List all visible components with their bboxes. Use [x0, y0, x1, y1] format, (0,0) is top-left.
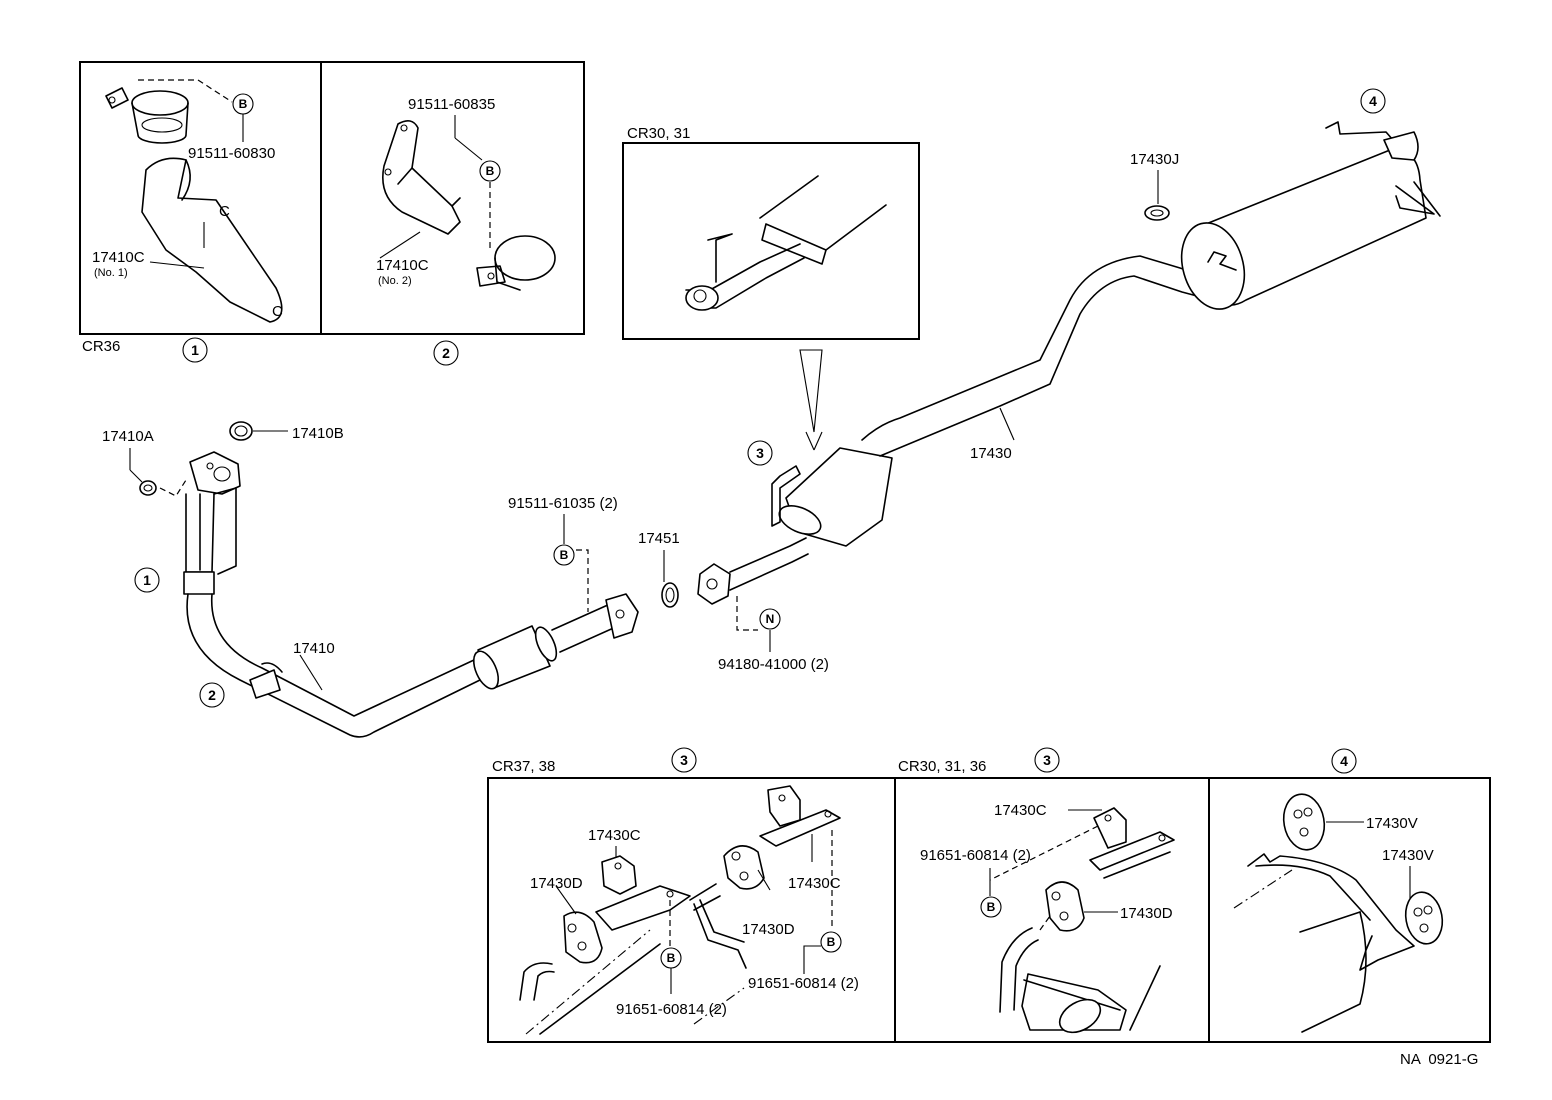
bolt-symbol-2: B — [479, 160, 501, 182]
part-label-91651-b: 91651-60814 (2) — [748, 975, 859, 992]
callout-3-bottom-a: 3 — [671, 747, 697, 773]
svg-text:2: 2 — [208, 687, 216, 703]
callout-3-main: 3 — [747, 440, 773, 466]
svg-text:4: 4 — [1340, 753, 1348, 769]
part-label-17451: 17451 — [638, 530, 680, 547]
part-label-17430C-a: 17430C — [588, 827, 641, 844]
part-label-17430V-b: 17430V — [1382, 847, 1434, 864]
bolt-symbol-4: B — [660, 947, 682, 969]
heat-insulator-no2-drawing — [382, 120, 461, 235]
part-label-17410C-no2: 17410C — [376, 257, 429, 274]
nut-symbol: N — [759, 608, 781, 630]
ring-17430J-drawing — [1144, 205, 1170, 221]
svg-text:B: B — [667, 951, 676, 965]
part-label-17430D-a: 17430D — [530, 875, 583, 892]
exhaust-clamp-drawing — [105, 79, 233, 144]
svg-text:1: 1 — [191, 342, 199, 358]
part-note-no2: (No. 2) — [378, 275, 412, 287]
part-label-17410B: 17410B — [292, 425, 344, 442]
part-label-91511-60835: 91511-60835 — [408, 96, 495, 113]
mount-17430V-b-drawing — [1404, 891, 1444, 945]
part-note-no1: (No. 1) — [94, 267, 128, 279]
nut-letter: N — [766, 612, 775, 626]
front-exhaust-pipe-drawing — [183, 451, 639, 738]
inset-center-muffler — [622, 142, 920, 340]
part-label-17430: 17430 — [970, 445, 1012, 462]
svg-text:3: 3 — [756, 445, 764, 461]
callout-1-main: 1 — [134, 567, 160, 593]
part-label-17430V-a: 17430V — [1366, 815, 1418, 832]
callout-2-top: 2 — [433, 340, 459, 366]
panel-4: 17430V 17430V — [1233, 793, 1444, 1033]
callout-4-main: 4 — [1360, 88, 1386, 114]
part-label-17410: 17410 — [293, 640, 335, 657]
inset-label-cr37-38: CR37, 38 — [492, 758, 555, 775]
center-exhaust-pipe-drawing — [697, 255, 1213, 605]
part-label-91651-a: 91651-60814 (2) — [616, 1001, 727, 1018]
panel-cr30-31-36: 17430C 91651-60814 (2) B 17430D — [920, 802, 1175, 1034]
part-label-17430C-b: 17430C — [788, 875, 841, 892]
bolt-symbol-1: B — [232, 93, 254, 142]
callout-3-bottom-b: 3 — [1034, 747, 1060, 773]
svg-text:C: C — [272, 303, 283, 320]
part-label-17430D-c: 17430D — [1120, 905, 1173, 922]
callout-4-bottom: 4 — [1331, 748, 1357, 774]
hanger-clamp-drawing — [476, 235, 556, 291]
bottom-inset-frames — [487, 777, 1491, 1043]
part-label-91511-60830: 91511-60830 — [188, 145, 275, 162]
svg-text:3: 3 — [1043, 752, 1051, 768]
inset-frame — [79, 61, 585, 335]
gasket-17451-drawing — [661, 582, 679, 608]
inset-heat-insulators: B 91511-60830 C C 17410C (No. 1) 91511-6… — [79, 61, 585, 335]
part-label-17410C-no1: 17410C — [92, 249, 145, 266]
svg-text:B: B — [987, 900, 996, 914]
nut-17410A-drawing — [139, 480, 157, 496]
svg-text:4: 4 — [1369, 93, 1377, 109]
part-label-17430J: 17430J — [1130, 151, 1179, 168]
panel-cr37-38: 17430C 17430D 17430D 17430C B 91651-6081… — [519, 785, 859, 1035]
part-label-17430C-c: 17430C — [994, 802, 1047, 819]
mount-17430V-a-drawing — [1282, 793, 1326, 851]
inset-label-cr36: CR36 — [82, 338, 120, 355]
svg-text:1: 1 — [143, 572, 151, 588]
svg-text:B: B — [827, 935, 836, 949]
svg-text:3: 3 — [680, 752, 688, 768]
svg-text:B: B — [560, 548, 569, 562]
bolt-symbol-3: B — [553, 544, 575, 566]
part-label-17410A: 17410A — [102, 428, 154, 445]
bolt-symbol-5: B — [820, 931, 842, 953]
inset-label-cr30-31: CR30, 31 — [627, 125, 690, 142]
svg-text:2: 2 — [442, 345, 450, 361]
svg-text:B: B — [486, 164, 495, 178]
callout-2-main: 2 — [199, 682, 225, 708]
main-muffler-drawing — [1180, 121, 1441, 310]
svg-text:C: C — [219, 203, 230, 220]
bolt-letter: B — [239, 97, 248, 111]
heat-insulator-no1-drawing: C C — [141, 157, 283, 323]
inset-label-cr30-31-36: CR30, 31, 36 — [898, 758, 986, 775]
part-label-17430D-b: 17430D — [742, 921, 795, 938]
part-label-91651-c: 91651-60814 (2) — [920, 847, 1031, 864]
part-label-94180-41000: 94180-41000 (2) — [718, 656, 829, 673]
gasket-17410B-drawing — [229, 421, 253, 441]
part-label-91511-61035: 91511-61035 (2) — [508, 495, 618, 512]
inset-pointer-arrow — [799, 349, 823, 451]
callout-1-top: 1 — [182, 337, 208, 363]
drawing-code: NA 0921-G — [1400, 1051, 1478, 1068]
bolt-symbol-6: B — [980, 896, 1002, 918]
inset-frame-cr30-31 — [622, 142, 920, 340]
